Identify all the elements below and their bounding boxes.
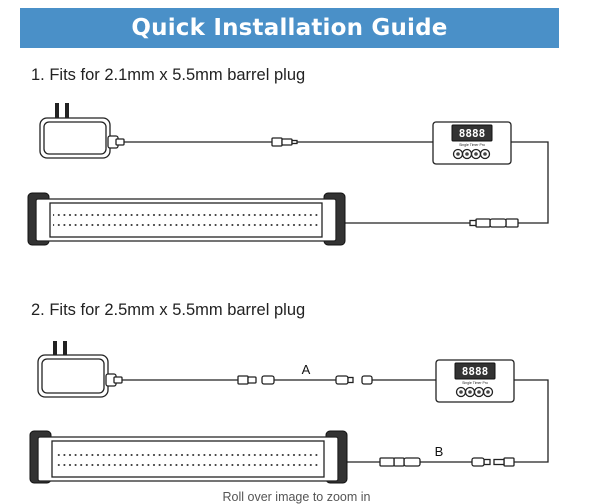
inline-connector-1 (469, 218, 519, 228)
controller-display-2: 8888 (462, 365, 489, 378)
barrel-plug-2 (237, 375, 257, 385)
led-light-bar-1 (27, 192, 346, 246)
step-2-label: 2. Fits for 2.5mm x 5.5mm barrel plug (31, 301, 306, 319)
adapter-cable-a (261, 375, 354, 385)
controller-caption-1: Single Timer Pro (459, 143, 485, 147)
adapter-cable-b (379, 457, 491, 467)
controller-cable-out-1 (511, 141, 549, 224)
controller-display-1: 8888 (459, 127, 486, 140)
zoom-hint: Roll over image to zoom in (222, 490, 371, 504)
timer-controller-1: 8888 Single Timer Pro (432, 121, 512, 165)
led-light-bar-2 (29, 430, 348, 484)
guide-title: Quick Installation Guide (131, 15, 448, 41)
timer-controller-2: 8888 Single Timer Pro (435, 359, 515, 403)
connector-a-label: A (302, 362, 311, 377)
power-adapter-1 (39, 103, 125, 159)
connector-b-label: B (435, 444, 444, 459)
controller-cable-in-2 (361, 375, 436, 385)
guide-title-banner: Quick Installation Guide (20, 8, 559, 48)
power-adapter-2 (37, 341, 123, 398)
controller-cable-out-2 (493, 379, 549, 467)
barrel-plug-1 (271, 137, 298, 147)
controller-caption-2: Single Timer Pro (462, 381, 488, 385)
step-1-label: 1. Fits for 2.1mm x 5.5mm barrel plug (31, 66, 306, 84)
